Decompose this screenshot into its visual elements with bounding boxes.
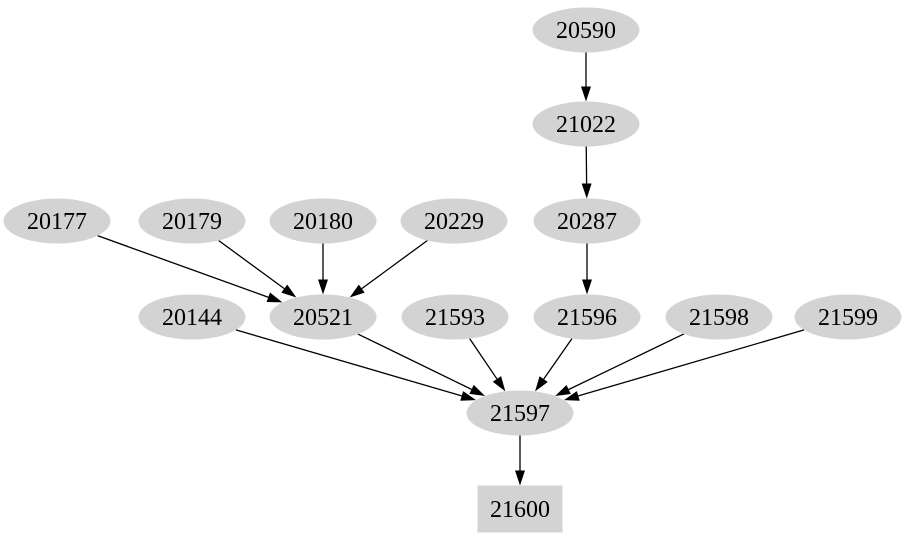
edge-21022-20287 — [581, 146, 592, 199]
node-label: 21599 — [818, 305, 878, 331]
arrowhead-icon — [581, 86, 591, 102]
node-label: 21597 — [490, 401, 550, 427]
node-ellipse-shape — [533, 198, 641, 244]
graph-node-20180: 20180 — [269, 198, 377, 244]
node-ellipse-shape — [138, 294, 246, 340]
edge-line — [469, 338, 498, 380]
arrowhead-icon — [515, 470, 525, 486]
arrowhead-icon — [563, 391, 580, 401]
edge-line — [361, 239, 428, 290]
node-ellipse-shape — [665, 294, 773, 340]
graph-node-20590: 20590 — [532, 7, 640, 53]
node-label: 20179 — [162, 209, 222, 235]
node-box-shape — [477, 485, 563, 533]
node-ellipse-shape — [532, 7, 640, 53]
edge-line — [578, 329, 805, 397]
node-label: 21598 — [689, 305, 749, 331]
node-ellipse-shape — [532, 101, 640, 147]
edges-layer — [97, 52, 805, 486]
graph-node-21597: 21597 — [466, 390, 574, 436]
arrowhead-icon — [460, 391, 477, 401]
arrowhead-icon — [281, 284, 297, 298]
node-ellipse-shape — [466, 390, 574, 436]
graph-node-21600: 21600 — [477, 485, 563, 533]
edge-21596-21597 — [535, 338, 573, 392]
edge-21593-21597 — [469, 338, 506, 392]
edge-line — [97, 235, 269, 298]
node-ellipse-shape — [269, 294, 377, 340]
edge-20180-20521 — [318, 243, 328, 295]
node-label: 21022 — [556, 112, 616, 138]
node-ellipse-shape — [401, 294, 509, 340]
nodes-layer: 20590 21022 20177 20179 20180 20229 20287 20144… — [3, 7, 902, 533]
edge-20179-20521 — [218, 239, 297, 298]
edge-20287-21596 — [582, 243, 592, 295]
arrowhead-icon — [581, 183, 592, 199]
graph-node-21599: 21599 — [794, 294, 902, 340]
node-label: 21596 — [557, 305, 617, 331]
arrowhead-icon — [555, 385, 571, 397]
graph-node-21596: 21596 — [533, 294, 641, 340]
node-label: 21600 — [490, 497, 550, 523]
graph-node-20144: 20144 — [138, 294, 246, 340]
edge-20521-21597 — [357, 333, 486, 396]
node-ellipse-shape — [138, 198, 246, 244]
node-label: 20144 — [162, 305, 222, 331]
graph-node-21598: 21598 — [665, 294, 773, 340]
node-label: 20287 — [557, 209, 617, 235]
edge-20177-20521 — [97, 235, 283, 303]
node-ellipse-shape — [400, 198, 508, 244]
arrowhead-icon — [266, 292, 283, 303]
node-label: 20521 — [293, 305, 353, 331]
edge-line — [235, 329, 462, 397]
edge-20229-20521 — [349, 239, 428, 298]
graph-node-20229: 20229 — [400, 198, 508, 244]
graph-node-20177: 20177 — [3, 198, 111, 244]
arrowhead-icon — [582, 279, 592, 295]
node-label: 20590 — [556, 18, 616, 44]
graph-node-20179: 20179 — [138, 198, 246, 244]
node-label: 20180 — [293, 209, 353, 235]
graph-node-21593: 21593 — [401, 294, 509, 340]
graph-node-20287: 20287 — [533, 198, 641, 244]
arrowhead-icon — [492, 376, 506, 392]
edge-21597-21600 — [515, 435, 525, 486]
node-label: 21593 — [425, 305, 485, 331]
edge-line — [568, 333, 685, 391]
graph-node-20521: 20521 — [269, 294, 377, 340]
arrowhead-icon — [535, 376, 548, 392]
edge-line — [543, 338, 573, 380]
node-ellipse-shape — [794, 294, 902, 340]
arrowhead-icon — [349, 284, 365, 298]
edge-21599-21597 — [563, 329, 805, 401]
node-label: 20177 — [27, 209, 87, 235]
arrowhead-icon — [469, 384, 486, 396]
edge-line — [218, 239, 285, 290]
edge-21598-21597 — [555, 333, 685, 397]
node-label: 20229 — [424, 209, 484, 235]
graph-node-21022: 21022 — [532, 101, 640, 147]
edge-line — [357, 333, 472, 390]
node-ellipse-shape — [533, 294, 641, 340]
node-ellipse-shape — [269, 198, 377, 244]
edge-20144-21597 — [235, 329, 477, 401]
node-ellipse-shape — [3, 198, 111, 244]
arrowhead-icon — [318, 279, 328, 295]
edge-20590-21022 — [581, 52, 591, 102]
